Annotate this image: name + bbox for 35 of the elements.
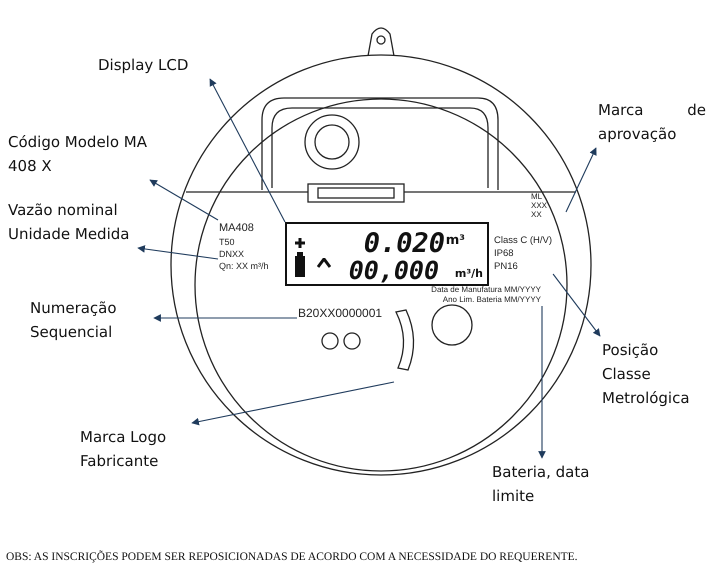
leader-line — [552, 274, 600, 337]
leader-line — [137, 245, 218, 260]
meter-label: T50 — [219, 236, 235, 248]
leader-line — [191, 381, 394, 426]
callout-text: Vazão nominal Unidade Medida — [8, 198, 136, 246]
meter-label: XXX — [531, 201, 548, 210]
callout-text: Display LCD — [98, 53, 208, 77]
meter-label: XX — [531, 210, 542, 219]
callout-text: Marca Logo Fabricante — [80, 425, 190, 473]
spec-text: Class C (H/V) — [494, 234, 552, 247]
lcd-unit: m³ — [446, 234, 465, 247]
meter-label: ML — [531, 192, 542, 201]
callout-text: Marca de aprovação — [598, 98, 706, 146]
spec-text: IP68 — [494, 247, 515, 260]
lcd-digits: 0.020 — [364, 230, 445, 257]
spec-text: PN16 — [494, 260, 519, 273]
caption: OBS: AS INSCRIÇÕES PODEM SER REPOSICIONADAS DE ACORDO COM A NECESSIDADE DO REQUERENTE. — [6, 551, 578, 563]
lcd-digits: 00,000 — [348, 258, 439, 283]
flow-rate-text: Qn: XX m³/h — [219, 260, 269, 272]
leader-line — [566, 147, 597, 212]
callout-text: Código Modelo MA 408 X — [8, 130, 148, 178]
callout-text: Numeração Sequencial — [30, 296, 152, 344]
meter-label: DNXX — [219, 248, 244, 260]
meter-label: Data de Manufatura MM/YYYY — [431, 284, 541, 295]
model-text: MA408 — [219, 221, 254, 235]
leader-line — [153, 314, 297, 322]
callout-text: Bateria, data limite — [492, 460, 612, 508]
battery-date-text: Ano Lim. Bateria MM/YYYY — [442, 294, 541, 305]
leader-line — [149, 180, 218, 220]
callout-text: Posição Classe Metrológica — [602, 338, 702, 410]
leader-line — [210, 78, 286, 222]
lcd-display — [285, 222, 489, 286]
serial-number: B20XX0000001 — [298, 306, 382, 321]
lcd-unit: m³/h — [454, 268, 483, 279]
leader-line — [538, 306, 546, 459]
